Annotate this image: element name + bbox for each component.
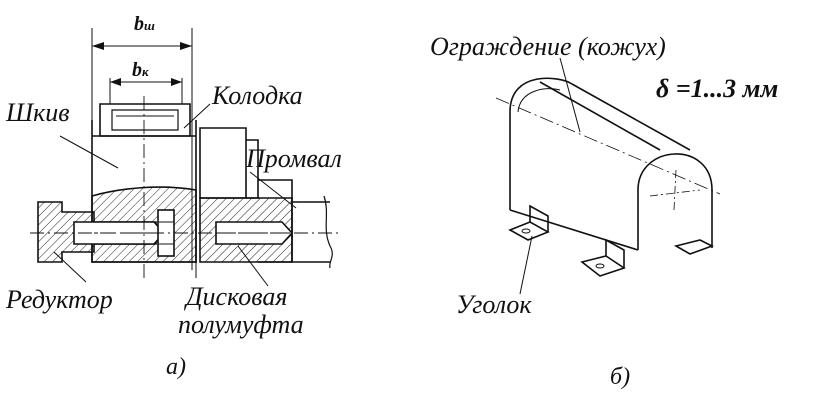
shoe-label: Колодка [212, 81, 303, 110]
figure-a-caption: а) [166, 354, 186, 380]
angle-bracket-label: Уголок [456, 290, 532, 319]
intermediate-shaft-label: Промвал [246, 144, 342, 173]
angle-bracket-front [508, 204, 550, 241]
reducer-shaft [37, 201, 166, 263]
intermediate-shaft [258, 179, 333, 269]
figure-b-caption: б) [610, 364, 631, 390]
brake-shoe [99, 103, 191, 137]
dimension-shoe-width [109, 78, 183, 104]
pulley-label: Шкив [6, 98, 70, 127]
angle-bracket-middle [580, 238, 626, 277]
thickness-label: δ =1...3 мм [656, 74, 779, 103]
figure-a-drawing [30, 28, 340, 287]
figure-b-drawing [495, 57, 721, 295]
reducer-label: Редуктор [6, 285, 113, 314]
disk-coupling-label-line1: Дисковая [186, 282, 288, 311]
guard-label: Ограждение (кожух) [430, 32, 666, 61]
dimension-shoe-label: bк [132, 59, 149, 81]
dimension-outer-label: bш [134, 13, 155, 35]
disk-coupling-label-line2: полумуфта [178, 310, 304, 339]
angle-bracket-rear [673, 239, 715, 255]
